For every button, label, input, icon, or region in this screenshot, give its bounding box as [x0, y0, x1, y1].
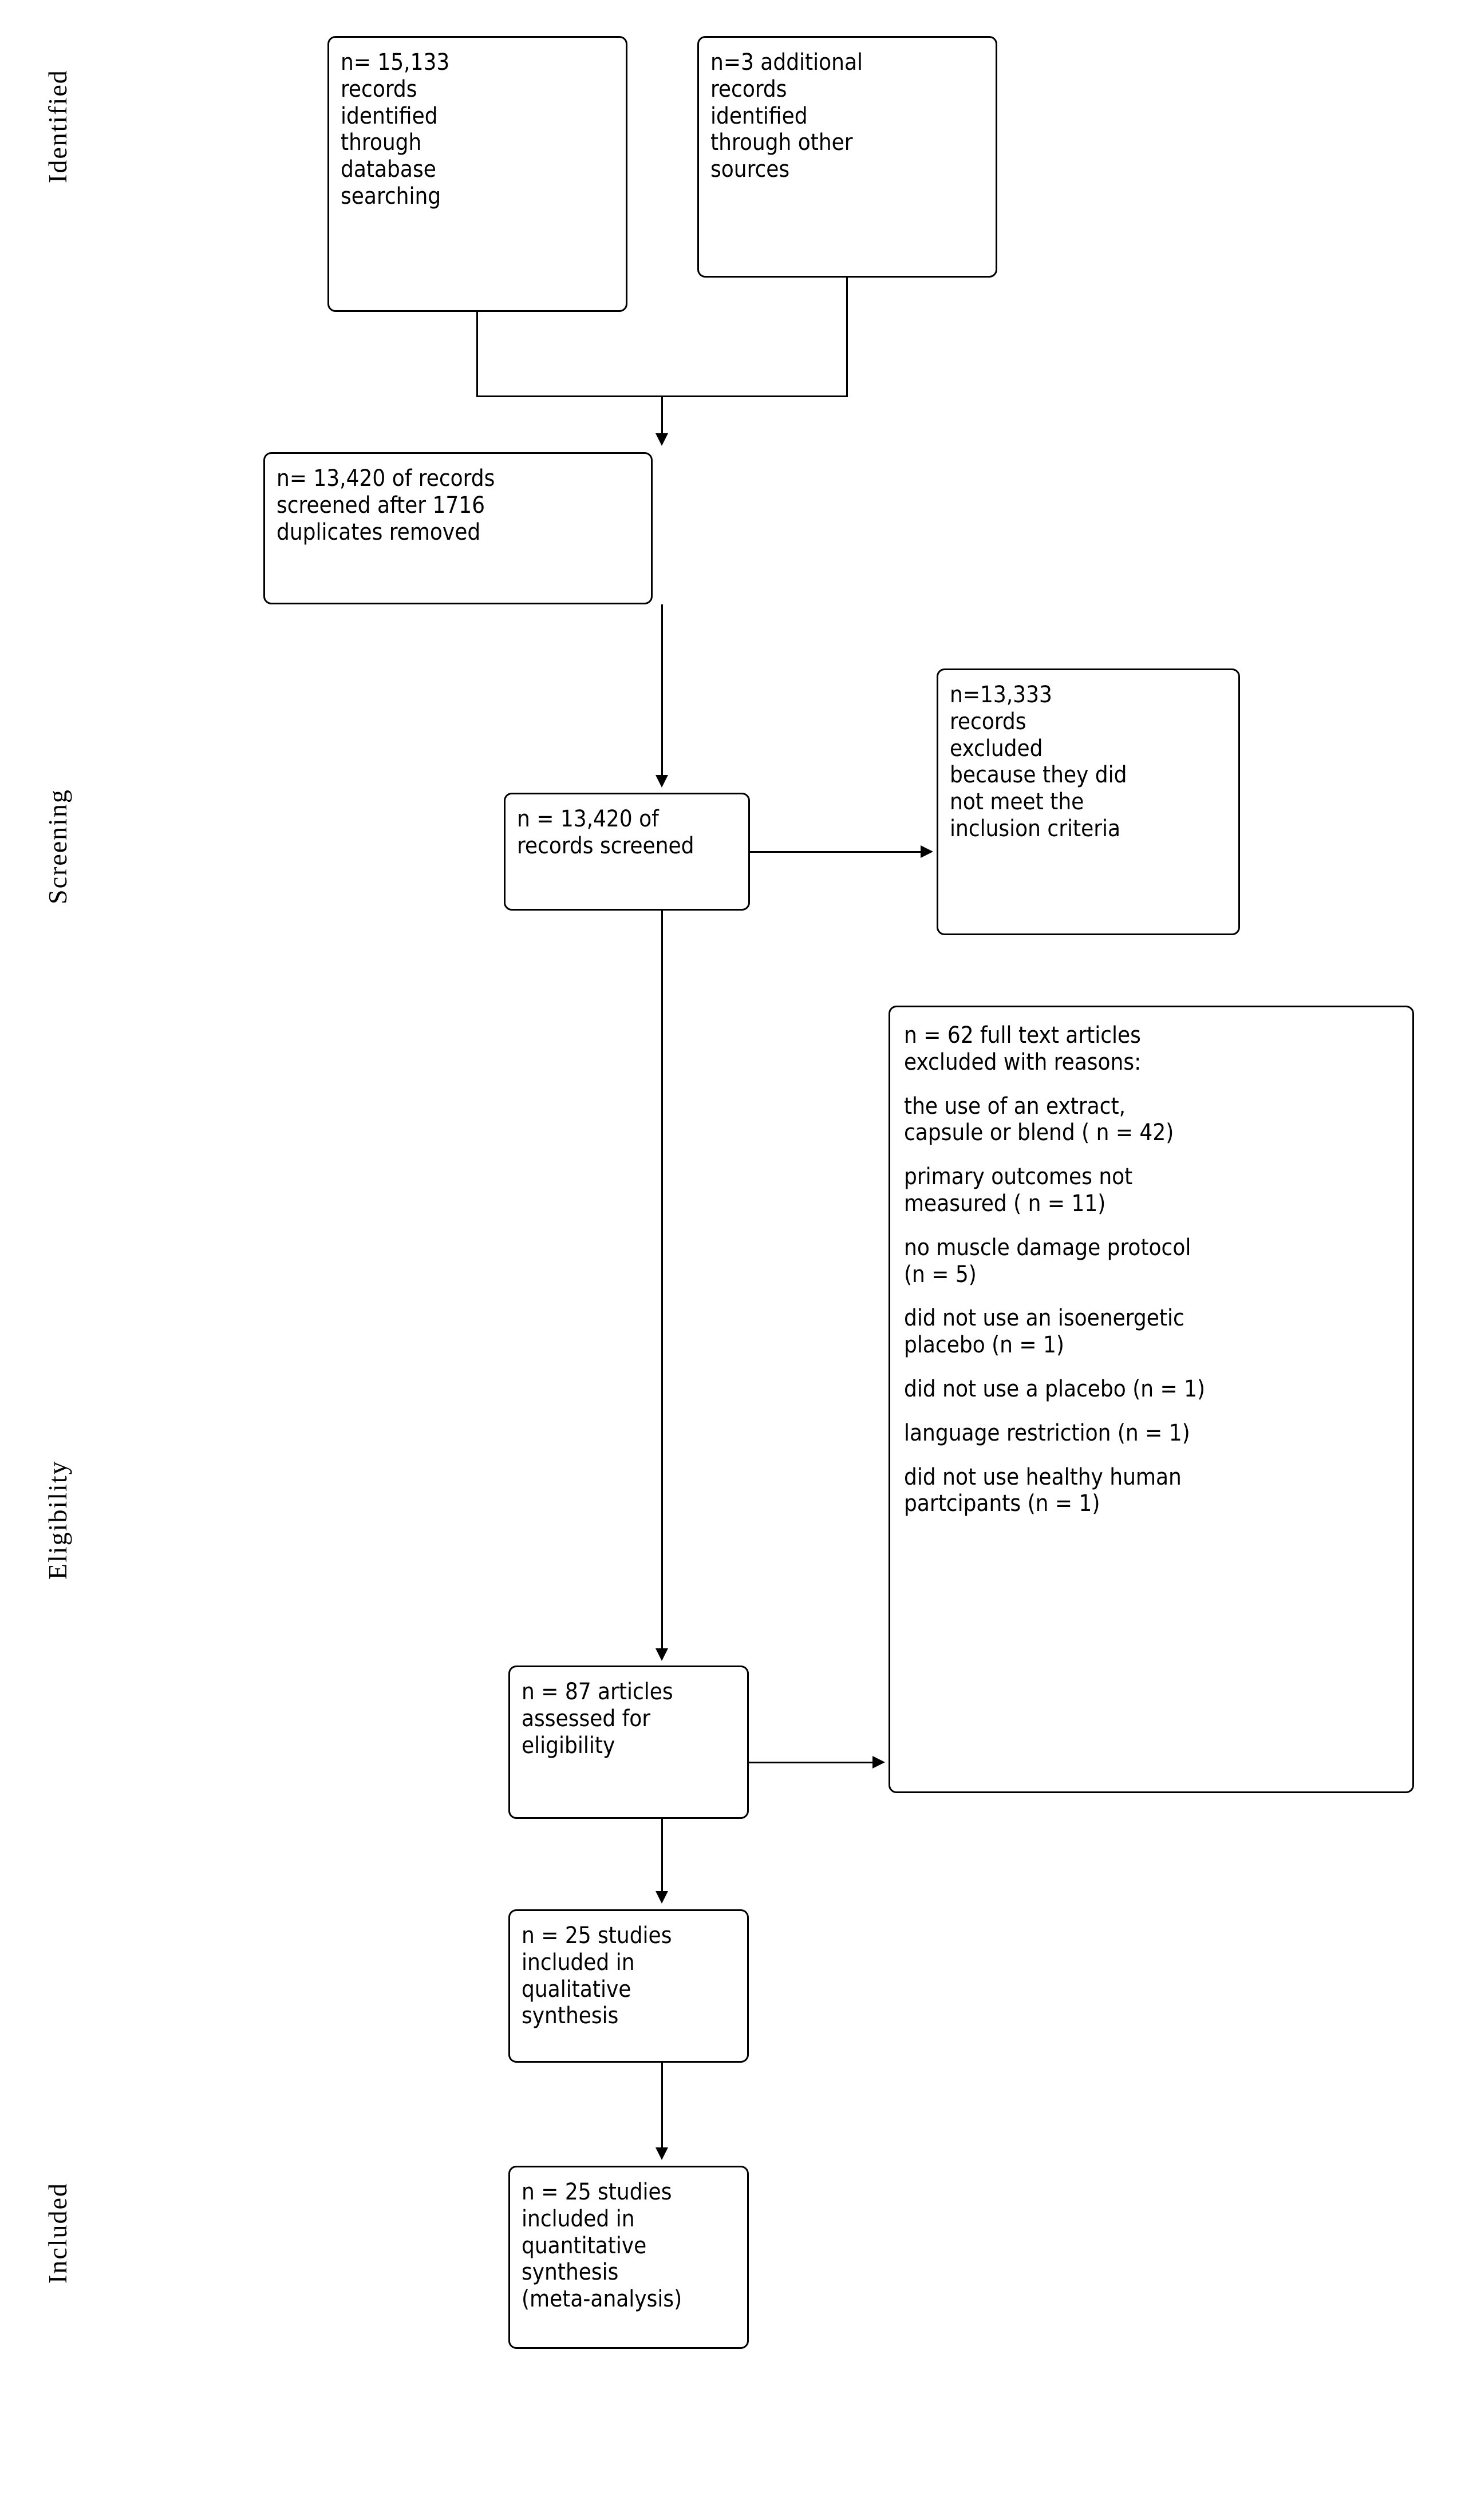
- arrowhead-to-records-excluded: [921, 845, 933, 858]
- box-articles-assessed-eligibility: n = 87 articles assessed for eligibility: [508, 1666, 749, 1819]
- arrowhead-to-qualitative: [656, 1891, 668, 1904]
- box-quantitative-synthesis: n = 25 studies included in quantitative …: [508, 2166, 749, 2349]
- box-records-screened: n = 13,420 of records screened: [504, 793, 750, 911]
- connector-qualitative-down: [661, 2063, 663, 2154]
- box-records-after-duplicates: n= 13,420 of records screened after 1716…: [263, 452, 653, 604]
- reason-item: did not use an isoenergetic placebo (n =…: [904, 1305, 1184, 1359]
- box-records-screened-text: n = 13,420 of records screened: [517, 806, 694, 859]
- arrowhead-to-fulltext-excluded: [872, 1756, 885, 1769]
- reason-item: no muscle damage protocol (n = 5): [904, 1234, 1191, 1288]
- arrowhead-to-records-screened: [656, 775, 668, 788]
- box-qualitative-synthesis-text: n = 25 studies included in qualitative s…: [522, 1922, 672, 2030]
- box-quantitative-synthesis-text: n = 25 studies included in quantitative …: [522, 2179, 682, 2313]
- connector-eligibility-to-reasons: [749, 1762, 872, 1763]
- stage-label-included: Included: [43, 2182, 72, 2284]
- box-records-identified-database-text: n= 15,133 records identified through dat…: [341, 49, 450, 209]
- reason-item: did not use healthy human partcipants (n…: [904, 1463, 1182, 1517]
- arrowhead-to-assessed-eligibility: [656, 1648, 668, 1661]
- box-qualitative-synthesis: n = 25 studies included in qualitative s…: [508, 1909, 749, 2063]
- connector-after-duplicates-down: [661, 604, 663, 782]
- reason-item: the use of an extract, capsule or blend …: [904, 1093, 1174, 1146]
- connector-screened-down: [661, 911, 663, 1655]
- arrowhead-to-quantitative: [656, 2147, 668, 2160]
- connector-db-down: [476, 312, 478, 395]
- box-records-excluded-text: n=13,333 records excluded because they d…: [950, 682, 1127, 842]
- connector-screened-to-excluded: [750, 851, 921, 853]
- box-fulltext-excluded-reasons: n = 62 full text articles excluded with …: [889, 1006, 1414, 1793]
- stage-label-eligibility: Eligibility: [43, 1460, 72, 1580]
- stage-label-identified: Identified: [43, 69, 72, 183]
- box-articles-assessed-eligibility-text: n = 87 articles assessed for eligibility: [522, 1679, 673, 1759]
- box-records-excluded: n=13,333 records excluded because they d…: [937, 668, 1240, 935]
- box-records-after-duplicates-text: n= 13,420 of records screened after 1716…: [277, 465, 495, 545]
- box-records-identified-other-sources-text: n=3 additional records identified throug…: [710, 49, 863, 183]
- arrowhead-to-after-duplicates: [656, 433, 668, 446]
- stage-label-screening: Screening: [43, 789, 72, 904]
- connector-merge-down: [661, 395, 663, 440]
- reason-item: primary outcomes not measured ( n = 11): [904, 1164, 1133, 1217]
- connector-eligibility-down: [661, 1819, 663, 1898]
- box-records-identified-other-sources: n=3 additional records identified throug…: [697, 36, 997, 278]
- reason-item: did not use a placebo (n = 1): [904, 1375, 1206, 1402]
- box-fulltext-excluded-heading: n = 62 full text articles excluded with …: [904, 1022, 1142, 1075]
- connector-other-down: [846, 278, 848, 395]
- reason-item: language restriction (n = 1): [904, 1419, 1190, 1446]
- box-records-identified-database: n= 15,133 records identified through dat…: [327, 36, 627, 312]
